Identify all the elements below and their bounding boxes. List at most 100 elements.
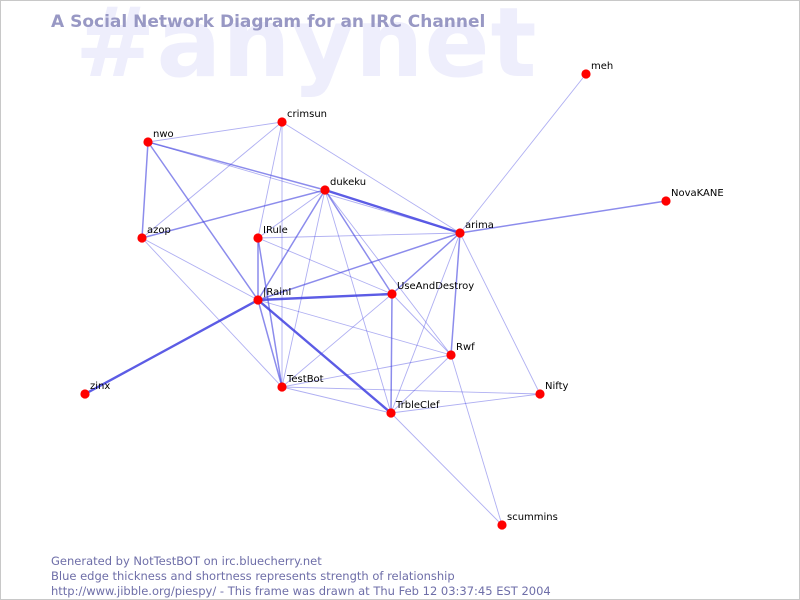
edge-dukeku-TestBot bbox=[281, 189, 326, 388]
node-label-TestBot: TestBot bbox=[286, 374, 324, 385]
node-zinx: zinx bbox=[80, 381, 110, 399]
edge-TrbleClef-scummins bbox=[390, 412, 503, 526]
footer-legend-note: Blue edge thickness and shortness repres… bbox=[51, 569, 455, 583]
edge-UseAndDestroy-TrbleClef bbox=[390, 293, 393, 414]
node-dot-nwo bbox=[143, 137, 153, 147]
edge-UseAndDestroy-Rwf bbox=[391, 293, 452, 356]
edge-arima-Nifty bbox=[459, 232, 541, 395]
node-nwo: nwo bbox=[143, 129, 174, 147]
node-dot-Rwf bbox=[446, 350, 456, 360]
edge-IRainI-Rwf bbox=[257, 299, 452, 356]
node-dot-crimsun bbox=[277, 117, 287, 127]
edge-dukeku-IRainI bbox=[257, 189, 326, 301]
edge-dukeku-UseAndDestroy bbox=[324, 189, 393, 295]
edge-arima-Rwf bbox=[450, 232, 461, 356]
edge-arima-IRainI bbox=[257, 232, 461, 301]
node-label-zinx: zinx bbox=[90, 381, 110, 392]
node-dot-TrbleClef bbox=[386, 408, 396, 418]
node-dot-TestBot bbox=[277, 382, 287, 392]
edge-meh-arima bbox=[459, 73, 587, 234]
node-dot-meh bbox=[581, 69, 591, 79]
edge-IRainI-UseAndDestroy bbox=[256, 292, 394, 302]
node-dot-NovaKANE bbox=[661, 196, 671, 206]
node-label-NovaKANE: NovaKANE bbox=[671, 188, 724, 199]
node-label-arima: arima bbox=[465, 220, 494, 231]
edge-Rwf-TestBot bbox=[281, 354, 452, 388]
edge-IRule-arima bbox=[257, 232, 461, 239]
edge-IRainI-TrbleClef bbox=[256, 298, 393, 415]
edge-IRule-UseAndDestroy bbox=[257, 237, 393, 295]
edge-layer bbox=[83, 73, 667, 526]
edge-IRainI-zinx bbox=[83, 298, 260, 396]
edge-nwo-arima bbox=[147, 141, 461, 234]
edge-NovaKANE-arima bbox=[459, 200, 667, 234]
edge-azop-TestBot bbox=[141, 237, 283, 388]
node-TrbleClef: TrbleClef bbox=[386, 400, 440, 418]
edge-arima-UseAndDestroy bbox=[391, 232, 461, 295]
edge-crimsun-IRule bbox=[257, 121, 283, 239]
node-crimsun: crimsun bbox=[277, 109, 327, 127]
footer-generated-by: Generated by NotTestBOT on irc.bluecherr… bbox=[51, 554, 322, 568]
node-dot-Nifty bbox=[535, 389, 545, 399]
channel-watermark: #anynet bbox=[75, 0, 538, 99]
edge-IRule-TestBot bbox=[257, 237, 283, 388]
edge-nwo-crimsun bbox=[147, 121, 283, 143]
edge-UseAndDestroy-TestBot bbox=[281, 293, 393, 388]
node-Nifty: Nifty bbox=[535, 381, 569, 399]
edge-crimsun-arima bbox=[281, 121, 461, 234]
edge-TestBot-TrbleClef bbox=[281, 386, 392, 414]
diagram-title: A Social Network Diagram for an IRC Chan… bbox=[51, 12, 486, 32]
node-label-nwo: nwo bbox=[153, 129, 174, 140]
node-dot-arima bbox=[455, 228, 465, 238]
node-dot-IRainI bbox=[253, 295, 263, 305]
edge-dukeku-IRule bbox=[257, 189, 326, 239]
edge-dukeku-azop bbox=[141, 189, 326, 239]
node-azop: azop bbox=[137, 225, 171, 243]
node-Rwf: Rwf bbox=[446, 342, 475, 360]
node-label-IRainI: |RainI bbox=[263, 287, 291, 298]
node-label-Rwf: Rwf bbox=[456, 342, 475, 353]
edge-dukeku-Rwf bbox=[324, 189, 452, 356]
footer-source-timestamp: http://www.jibble.org/piespy/ - This fra… bbox=[51, 584, 551, 598]
node-NovaKANE: NovaKANE bbox=[661, 188, 724, 206]
node-label-crimsun: crimsun bbox=[287, 109, 327, 120]
edge-arima-TrbleClef bbox=[390, 232, 461, 414]
node-label-azop: azop bbox=[147, 225, 171, 236]
edge-Rwf-scummins bbox=[450, 354, 503, 526]
footer: Generated by NotTestBOT on irc.bluecherr… bbox=[51, 554, 551, 599]
node-dot-azop bbox=[137, 233, 147, 243]
node-dot-IRule bbox=[253, 233, 263, 243]
node-label-Nifty: Nifty bbox=[545, 381, 569, 392]
node-dot-dukeku bbox=[320, 185, 330, 195]
edge-Rwf-TrbleClef bbox=[390, 354, 452, 414]
node-IRainI: |RainI bbox=[253, 287, 291, 305]
edge-IRainI-TestBot bbox=[257, 299, 283, 388]
node-label-dukeku: dukeku bbox=[330, 177, 366, 188]
node-label-meh: meh bbox=[591, 61, 613, 72]
edge-TrbleClef-Nifty bbox=[390, 393, 541, 414]
node-label-TrbleClef: TrbleClef bbox=[395, 400, 440, 411]
node-dot-zinx bbox=[80, 389, 90, 399]
node-dot-UseAndDestroy bbox=[387, 289, 397, 299]
edge-nwo-IRainI bbox=[147, 141, 259, 301]
node-dot-scummins bbox=[497, 520, 507, 530]
node-UseAndDestroy: UseAndDestroy bbox=[387, 281, 474, 299]
node-arima: arima bbox=[455, 220, 494, 238]
node-dukeku: dukeku bbox=[320, 177, 366, 195]
node-TestBot: TestBot bbox=[277, 374, 324, 392]
node-label-scummins: scummins bbox=[507, 512, 558, 523]
node-label-UseAndDestroy: UseAndDestroy bbox=[397, 281, 474, 292]
node-label-IRule: IRule bbox=[263, 225, 288, 236]
edge-dukeku-arima bbox=[323, 188, 462, 235]
edge-TestBot-Nifty bbox=[281, 386, 541, 395]
node-scummins: scummins bbox=[497, 512, 558, 530]
node-meh: meh bbox=[581, 61, 613, 79]
edge-crimsun-azop bbox=[141, 121, 283, 239]
edge-azop-IRainI bbox=[141, 237, 259, 301]
edge-dukeku-TrbleClef bbox=[324, 189, 392, 414]
node-IRule: IRule bbox=[253, 225, 288, 243]
edge-nwo-dukeku bbox=[147, 141, 326, 191]
